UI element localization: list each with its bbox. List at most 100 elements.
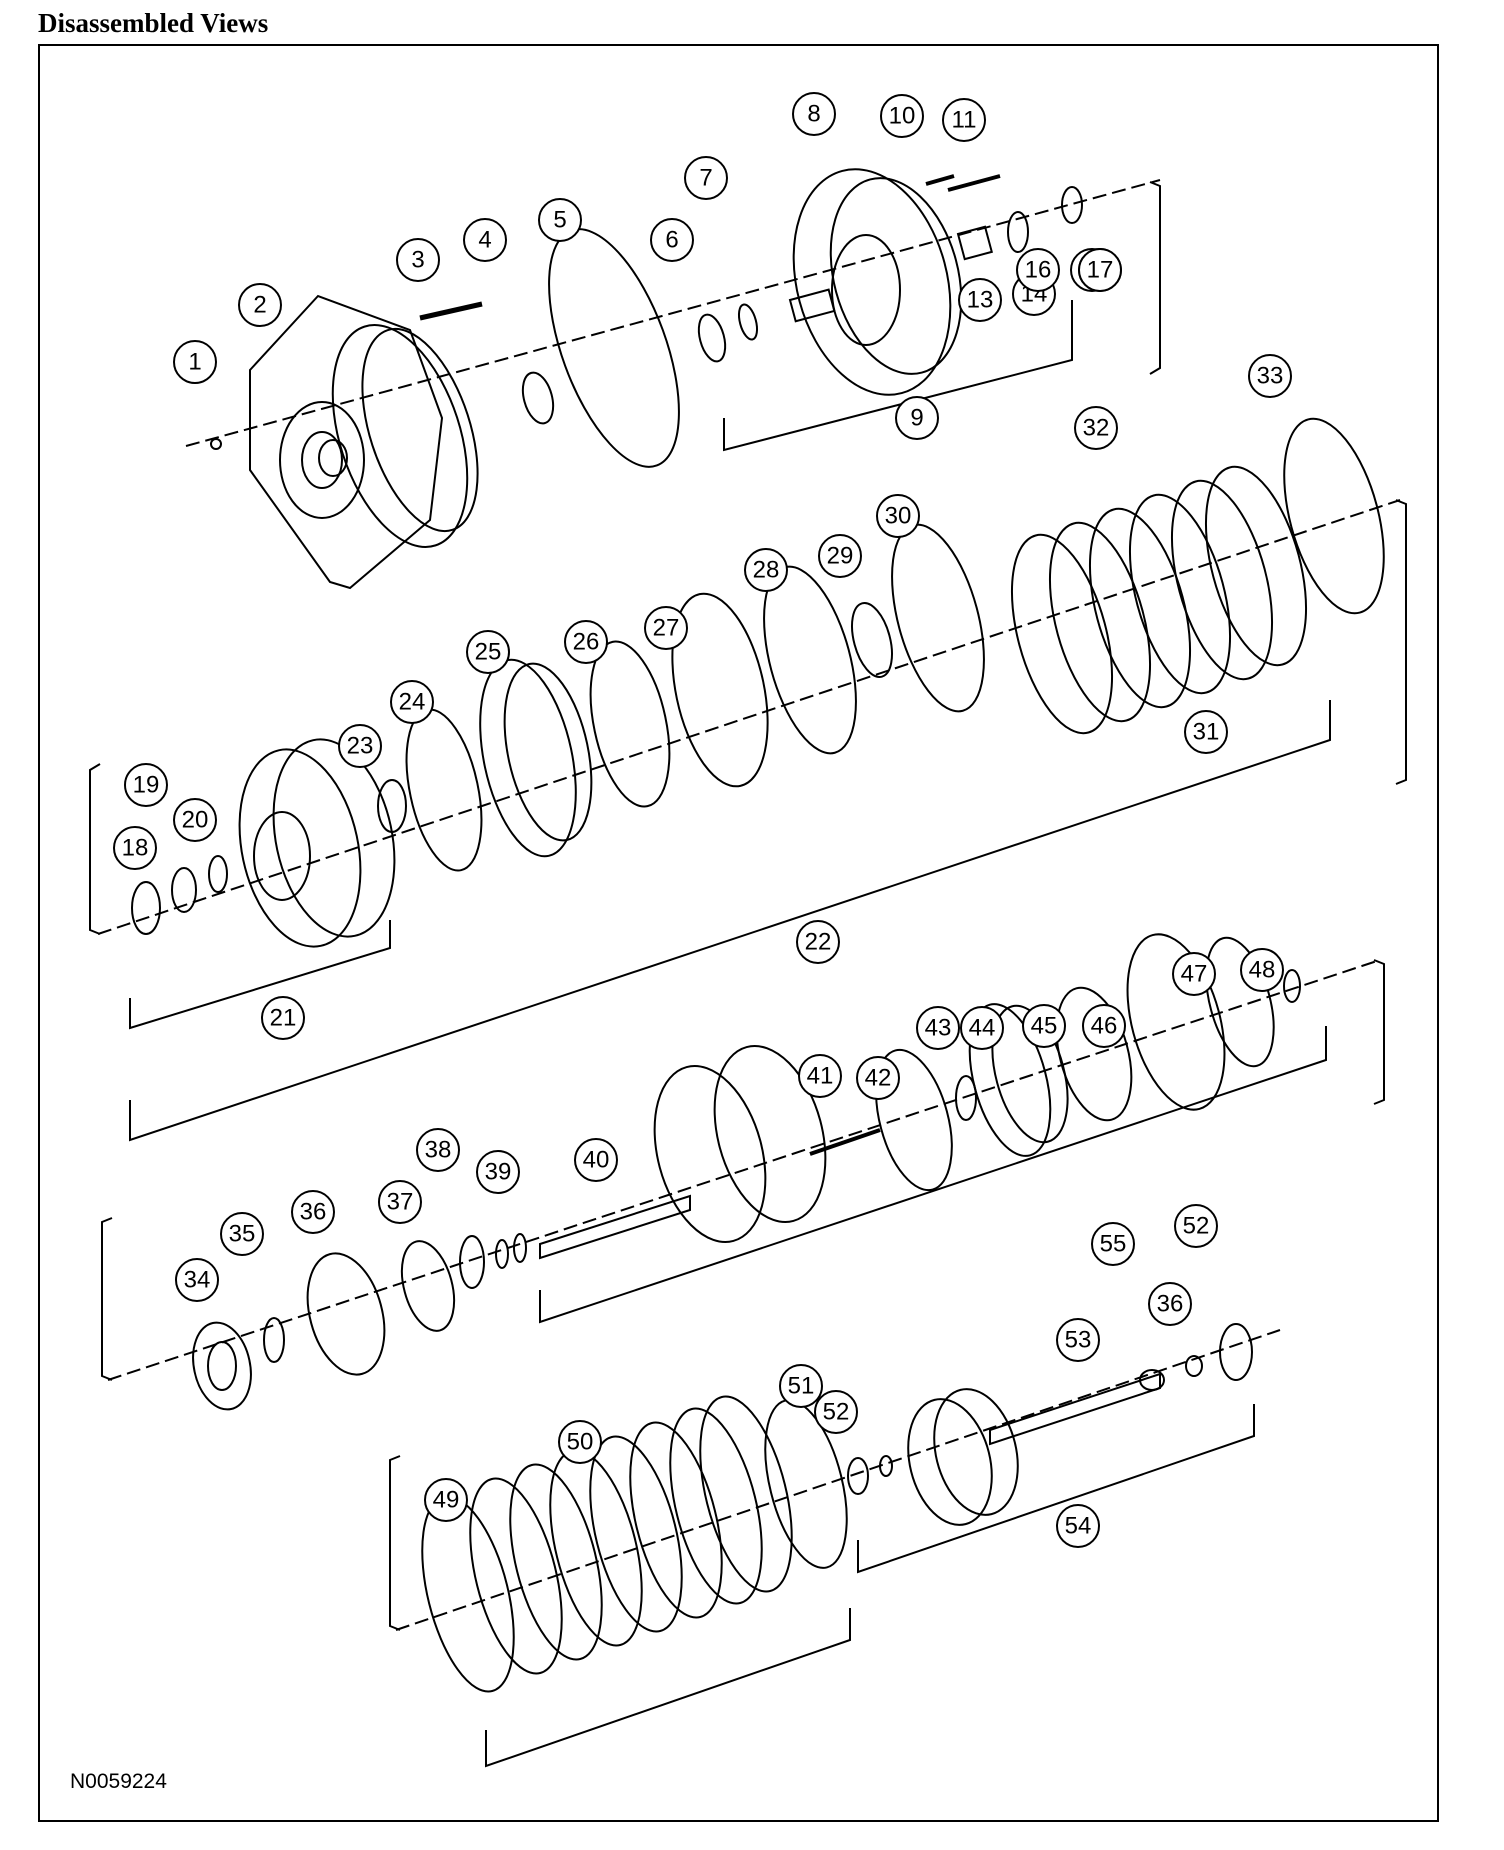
- callout-label-40: 40: [583, 1147, 610, 1174]
- section-4-parts: [389, 1323, 1281, 1768]
- callout-label-45: 45: [1031, 1013, 1058, 1040]
- callout-circle-2: [238, 283, 282, 327]
- callout-circle-6: [650, 218, 694, 262]
- callout-circle-50: [558, 1420, 602, 1464]
- callout-circle-43: [916, 1006, 960, 1050]
- callout-circle-30: [876, 494, 920, 538]
- callout-circle-28: [744, 548, 788, 592]
- callout-circle-31: [1184, 710, 1228, 754]
- callout-circle-55: [1091, 1222, 1135, 1266]
- callout-label-21: 21: [270, 1005, 297, 1032]
- callout-circle-52: [814, 1390, 858, 1434]
- callout-label-42: 42: [865, 1065, 892, 1092]
- callout-label-52: 52: [823, 1399, 850, 1426]
- section-2-parts: [89, 417, 1407, 1142]
- callout-label-49: 49: [433, 1487, 460, 1514]
- bearing-part-6: [697, 313, 727, 363]
- page-title: Disassembled Views: [38, 8, 269, 38]
- callout-circle-18: [113, 826, 157, 870]
- callout-label-2: 2: [253, 292, 266, 319]
- callout-circle-27: [644, 606, 688, 650]
- callout-label-24: 24: [399, 689, 426, 716]
- callout-circle-36: [1148, 1282, 1192, 1326]
- callout-circle-49: [424, 1478, 468, 1522]
- callout-label-55: 55: [1100, 1231, 1127, 1258]
- callout-circle-36: [291, 1190, 335, 1234]
- callout-label-52: 52: [1183, 1213, 1210, 1240]
- callout-label-48: 48: [1249, 957, 1276, 984]
- callout-circle-4: [463, 218, 507, 262]
- callout-label-53: 53: [1065, 1327, 1092, 1354]
- callout-circle-39: [476, 1150, 520, 1194]
- callout-label-8: 8: [807, 101, 820, 128]
- callout-label-18: 18: [122, 835, 149, 862]
- callout-label-26: 26: [573, 629, 600, 656]
- callout-circle-42: [856, 1056, 900, 1100]
- callout-circle-23: [338, 724, 382, 768]
- callout-circle-38: [416, 1128, 460, 1172]
- callout-label-1: 1: [188, 349, 201, 376]
- callout-label-46: 46: [1091, 1013, 1118, 1040]
- callout-circle-20: [173, 798, 217, 842]
- pump-assembly-part: [788, 168, 963, 396]
- callout-label-11: 11: [952, 107, 977, 134]
- callout-circle-45: [1022, 1004, 1066, 1048]
- callout-circle-25: [466, 630, 510, 674]
- callout-circle-7: [684, 156, 728, 200]
- callout-circle-26: [564, 620, 608, 664]
- callout-label-37: 37: [387, 1189, 414, 1216]
- callout-circle-54: [1056, 1504, 1100, 1548]
- callout-circle-33: [1248, 354, 1292, 398]
- callout-circle-34: [175, 1258, 219, 1302]
- callout-circle-51: [779, 1364, 823, 1408]
- callout-circle-19: [124, 763, 168, 807]
- callout-circle-13: [958, 278, 1002, 322]
- callout-circle-11: [942, 98, 986, 142]
- callout-label-23: 23: [347, 733, 374, 760]
- callout-circle-53: [1056, 1318, 1100, 1362]
- callout-label-25: 25: [475, 639, 502, 666]
- figure-reference: N0059224: [70, 1770, 167, 1793]
- callout-label-30: 30: [885, 503, 912, 530]
- callout-circle-22: [796, 920, 840, 964]
- callout-circle-41: [798, 1054, 842, 1098]
- callout-label-33: 33: [1257, 363, 1284, 390]
- callout-label-54: 54: [1065, 1513, 1092, 1540]
- callout-circle-8: [792, 92, 836, 136]
- torque-converter-part: [249, 294, 479, 590]
- callout-label-39: 39: [485, 1159, 512, 1186]
- callout-circle-17: [1078, 248, 1122, 292]
- callout-circle-37: [378, 1180, 422, 1224]
- callout-label-17: 17: [1087, 257, 1114, 284]
- callout-label-32: 32: [1083, 415, 1110, 442]
- callout-label-7: 7: [699, 165, 712, 192]
- callout-circle-47: [1172, 952, 1216, 996]
- callout-label-4: 4: [478, 227, 491, 254]
- callout-label-13: 13: [967, 287, 994, 314]
- callout-label-47: 47: [1181, 961, 1208, 988]
- callout-label-16: 16: [1025, 257, 1052, 284]
- callout-label-43: 43: [925, 1015, 952, 1042]
- clutch-drum-part: [238, 738, 396, 948]
- callout-label-35: 35: [229, 1221, 256, 1248]
- callout-label-19: 19: [133, 772, 160, 799]
- diagram-frame: [38, 44, 1439, 1822]
- callout-circle-16: [1016, 248, 1060, 292]
- bolt-part-3: [419, 301, 483, 321]
- callout-circle-40: [574, 1138, 618, 1182]
- callout-label-6: 6: [665, 227, 678, 254]
- callout-circle-24: [390, 680, 434, 724]
- callout-label-5: 5: [553, 207, 566, 234]
- callout-label-50: 50: [567, 1429, 594, 1456]
- snap-ring-part-7: [737, 303, 759, 341]
- callout-label-38: 38: [425, 1137, 452, 1164]
- callout-circle-35: [220, 1212, 264, 1256]
- callout-label-22: 22: [805, 929, 832, 956]
- callout-circle-10: [880, 94, 924, 138]
- callout-label-20: 20: [182, 807, 209, 834]
- callout-label-41: 41: [807, 1063, 834, 1090]
- callout-label-34: 34: [184, 1267, 211, 1294]
- part-1: [210, 438, 222, 450]
- section-3-parts: [101, 933, 1385, 1411]
